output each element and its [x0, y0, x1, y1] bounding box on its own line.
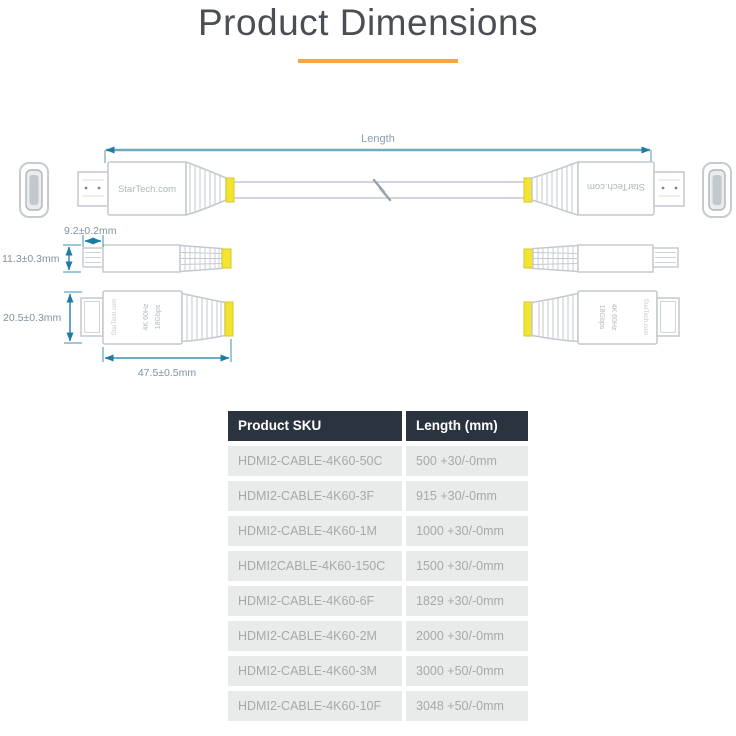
- cell-product-sku: HDMI2CABLE-4K60-150C: [228, 551, 402, 581]
- page-title: Product Dimensions: [197, 2, 539, 43]
- title-underline: [298, 59, 458, 63]
- body-height-label: 20.5±0.3mm: [3, 312, 62, 324]
- cell-product-sku: HDMI2-CABLE-4K60-1M: [228, 516, 402, 546]
- cell-length: 1500 +30/-0mm: [406, 551, 528, 581]
- cell-length: 3000 +50/-0mm: [406, 656, 528, 686]
- cell-length: 1000 +30/-0mm: [406, 516, 528, 546]
- body-length-label: 47.5±0.5mm: [138, 367, 197, 379]
- strain-relief-right: [531, 160, 579, 216]
- profile-height-label: 11.3±0.3mm: [2, 253, 60, 265]
- plug-tip-left: [77, 171, 109, 207]
- profile-height-dimension: 11.3±0.3mm: [2, 244, 81, 273]
- cell-product-sku: HDMI2-CABLE-4K60-3M: [228, 656, 402, 686]
- tip-width-label: 9.2±0.2mm: [64, 225, 117, 237]
- brand-label-right: StarTech.com: [587, 181, 645, 192]
- dimensions-table: Product SKU Length (mm) HDMI2-CABLE-4K60…: [228, 411, 528, 721]
- cell-length: 1829 +30/-0mm: [406, 586, 528, 616]
- cable-break-mark: [372, 178, 392, 202]
- cell-length: 500 +30/-0mm: [406, 446, 528, 476]
- column-header-sku: Product SKU: [228, 411, 402, 441]
- spec-label-left-1: 4K 60Hz: [143, 303, 150, 330]
- spec-label-right-1: 4K 60Hz: [610, 304, 617, 331]
- plug-tip-right: [653, 171, 685, 207]
- cell-length: 3048 +50/-0mm: [406, 691, 528, 721]
- cable-band-left: [225, 177, 235, 203]
- cable-band-right: [523, 177, 533, 203]
- column-header-length: Length (mm): [406, 411, 528, 441]
- cable-side-view: [77, 160, 685, 216]
- cell-product-sku: HDMI2-CABLE-4K60-2M: [228, 621, 402, 651]
- length-dimension: Length: [104, 133, 652, 163]
- cell-product-sku: HDMI2-CABLE-4K60-6F: [228, 586, 402, 616]
- spec-label-right-2: 18Gbps: [598, 305, 605, 330]
- body-height-dimension: 20.5±0.3mm: [3, 291, 82, 344]
- cell-length: 915 +30/-0mm: [406, 481, 528, 511]
- cell-product-sku: HDMI2-CABLE-4K60-3F: [228, 481, 402, 511]
- body-length-dimension: 47.5±0.5mm: [102, 339, 232, 379]
- spec-label-left-2: 18Gbps: [155, 304, 162, 329]
- tip-width-dimension: 9.2±0.2mm: [64, 225, 117, 247]
- brand-label-top-view-right: StarTech.com: [642, 299, 648, 336]
- cell-product-sku: HDMI2-CABLE-4K60-50C: [228, 446, 402, 476]
- plug-profile-view: [82, 244, 679, 273]
- plug-top-view: [80, 290, 680, 345]
- brand-label-left: StarTech.com: [118, 184, 176, 195]
- hdmi-port-face-left-icon: [19, 162, 49, 218]
- cell-product-sku: HDMI2-CABLE-4K60-10F: [228, 691, 402, 721]
- hdmi-port-face-right-icon: [702, 162, 732, 218]
- cell-length: 2000 +30/-0mm: [406, 621, 528, 651]
- table-header-row: Product SKU Length (mm): [228, 411, 528, 441]
- cable-dimension-diagram: Length: [2, 133, 732, 379]
- brand-label-top-view-left: StarTech.com: [112, 299, 118, 336]
- length-label: Length: [361, 133, 395, 145]
